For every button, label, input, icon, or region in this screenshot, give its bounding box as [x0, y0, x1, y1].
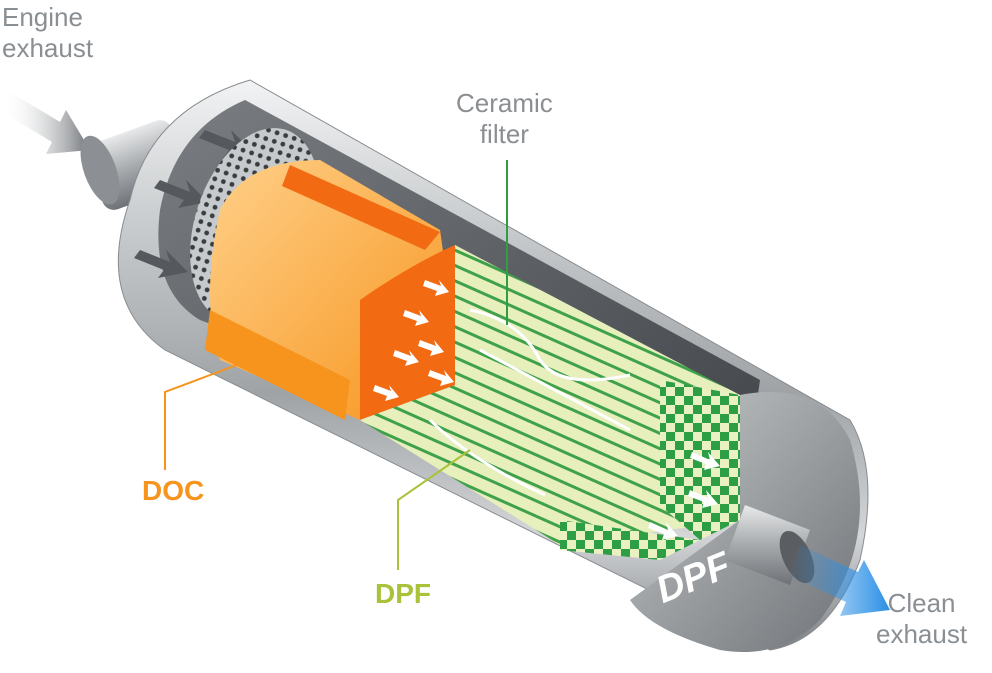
clean-exhaust-label: Clean exhaust — [876, 588, 968, 649]
doc-catalyst — [205, 160, 455, 420]
leader-lines — [164, 160, 508, 570]
engine-exhaust-arrow — [2, 92, 90, 154]
dpf-leader — [397, 449, 471, 570]
dpf-label: DPF — [375, 578, 431, 609]
doc-label: DOC — [142, 475, 205, 506]
clean-exhaust-arrow — [788, 545, 890, 616]
ceramic-filter-label: Ceramic filter — [456, 88, 553, 149]
engine-exhaust-label: Engine exhaust — [2, 2, 94, 63]
doc-leader — [164, 359, 251, 470]
dpf-ceramic-filter — [360, 245, 740, 560]
